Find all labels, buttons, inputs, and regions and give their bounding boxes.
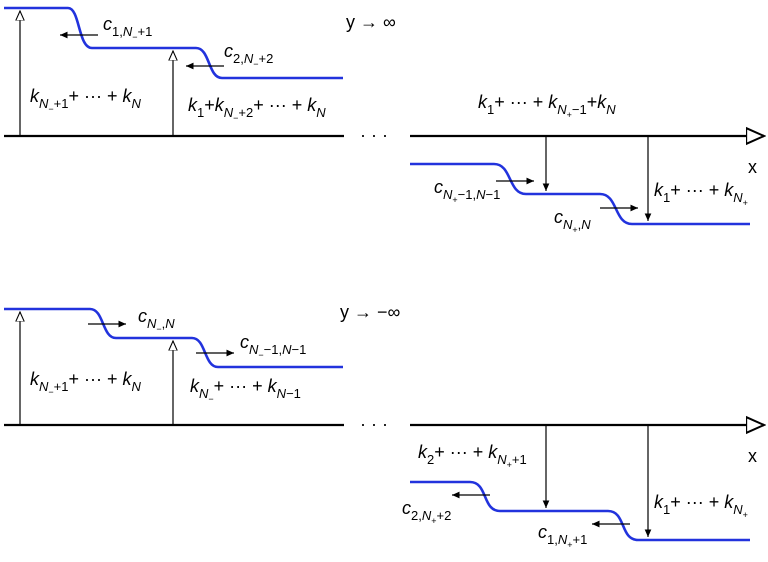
bottom-wave4-speed-label: c1,N++1 bbox=[538, 522, 587, 550]
bottom-limit-label: y → −∞ bbox=[340, 302, 401, 322]
bottom-right-top-label: k2+ ··· + kN++1 bbox=[418, 442, 527, 470]
top-wave3-speed-label: cN+−1,N−1 bbox=[434, 177, 500, 205]
top-limit-label: y → ∞ bbox=[346, 12, 396, 32]
bottom-axis-x-label: x bbox=[748, 446, 757, 466]
bottom-mid-height-label: kN−+ ··· + kN−1 bbox=[190, 376, 301, 404]
top-left-wave-profile bbox=[4, 6, 343, 80]
bottom-wave2-speed-label: cN−−1,N−1 bbox=[240, 332, 306, 360]
top-mid-height-label: k1+kN−+2+ ··· + kN bbox=[188, 95, 326, 123]
top-right-top-label: k1+ ··· + kN+−1+kN bbox=[478, 92, 616, 120]
top-ellipsis: · · · bbox=[360, 125, 388, 145]
top-panel: y → ∞ · · · x c1,N−+1 c2,N−+2 kN−+1+ ···… bbox=[4, 6, 764, 235]
top-axis-x-label: x bbox=[748, 157, 757, 177]
top-right-wave-profile bbox=[410, 162, 750, 226]
top-wave2-speed-label: c2,N−+2 bbox=[224, 41, 273, 69]
bottom-panel: y → −∞ · · · x cN−,N cN−−1,N−1 kN−+1+ ··… bbox=[4, 302, 764, 550]
top-right-height-label: k1+ ··· + kN+ bbox=[654, 180, 748, 208]
bottom-right-height-label: k1+ ··· + kN+ bbox=[654, 492, 748, 520]
top-wave1-speed-label: c1,N−+1 bbox=[103, 14, 152, 42]
bottom-right-wave-profile bbox=[410, 480, 750, 542]
top-left-height-label: kN−+1+ ··· + kN bbox=[30, 86, 142, 114]
bottom-wave3-speed-label: c2,N++2 bbox=[402, 498, 451, 526]
bottom-left-height-label: kN−+1+ ··· + kN bbox=[30, 369, 142, 397]
top-wave4-speed-label: cN+,N bbox=[554, 207, 591, 235]
bottom-ellipsis: · · · bbox=[360, 414, 388, 434]
bottom-wave1-speed-label: cN−,N bbox=[138, 306, 175, 334]
bottom-left-wave-profile bbox=[4, 307, 343, 369]
